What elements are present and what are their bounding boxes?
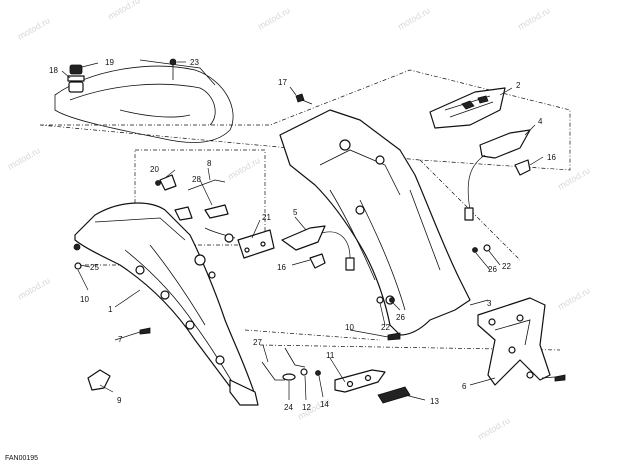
- callout-6: 6: [462, 382, 467, 391]
- tail-light-part: [429, 87, 506, 129]
- wiring-connector-parts: [155, 174, 275, 259]
- callout-8: 8: [207, 159, 212, 168]
- callout-19: 19: [105, 58, 114, 67]
- watermark-text: motod.ru: [226, 155, 262, 181]
- screw-icon: [73, 243, 81, 251]
- callout-22a: 22: [502, 262, 511, 271]
- callout-22b: 22: [381, 323, 390, 332]
- grommet-icon: [282, 373, 296, 381]
- callout-7: 7: [118, 335, 123, 344]
- callout-5: 5: [293, 208, 298, 217]
- callout-16a: 16: [547, 153, 556, 162]
- callout-10a: 10: [80, 295, 89, 304]
- reference-code: FAN00195: [5, 455, 38, 462]
- bulb-icon: [309, 253, 326, 269]
- washer-icon: [376, 296, 384, 304]
- callout-2: 2: [516, 81, 521, 90]
- left-turn-signal-part: [281, 225, 355, 271]
- callout-14: 14: [320, 400, 329, 409]
- watermark-text: motod.ru: [16, 15, 52, 41]
- screw-icon: [554, 374, 566, 382]
- callout-4: 4: [538, 117, 543, 126]
- nut-icon: [472, 247, 478, 253]
- leader-lines: [61, 61, 556, 401]
- watermark-text: motod.ru: [556, 285, 592, 311]
- callout-24: 24: [284, 403, 293, 412]
- watermark-text: motod.ru: [6, 145, 42, 171]
- watermark-text: motod.ru: [516, 5, 552, 31]
- assembly-guide-lines: [39, 69, 571, 351]
- watermark-text: motod.ru: [396, 5, 432, 31]
- nut-icon: [389, 297, 395, 303]
- screw-icon: [295, 93, 305, 103]
- watermark-text: motod.ru: [256, 5, 292, 31]
- callout-26b: 26: [396, 313, 405, 322]
- callout-28: 28: [192, 175, 201, 184]
- nut-icon: [315, 370, 321, 376]
- callout-3: 3: [487, 299, 492, 308]
- screw-icon: [169, 58, 177, 66]
- callout-18: 18: [49, 66, 58, 75]
- callout-labels: 19 18 23 17 2 4 16 20 8 28 21 5 16 25 10…: [49, 58, 556, 412]
- reflector-icon: [377, 386, 411, 404]
- washer-icon: [74, 262, 82, 270]
- rubber-grommet-icon: [69, 64, 83, 75]
- callout-13: 13: [430, 397, 439, 406]
- callout-26a: 26: [488, 265, 497, 274]
- callout-12: 12: [302, 403, 311, 412]
- callout-23: 23: [190, 58, 199, 67]
- rubber-plug-part: [87, 369, 111, 391]
- fasteners: [73, 93, 566, 382]
- watermark-text: motod.ru: [476, 415, 512, 441]
- washer-icon: [483, 244, 491, 252]
- license-plate-bracket-part: [477, 297, 551, 386]
- watermark-text: motod.ru: [16, 275, 52, 301]
- seat-undertray-part: [54, 58, 234, 143]
- screw-icon: [139, 327, 151, 335]
- callout-27: 27: [253, 338, 262, 347]
- callout-1: 1: [108, 305, 113, 314]
- reflector-bracket-part: [334, 369, 411, 404]
- callout-9: 9: [117, 396, 122, 405]
- callout-10b: 10: [345, 323, 354, 332]
- right-turn-signal-part: [464, 129, 531, 221]
- bulb-icon: [514, 159, 531, 176]
- screw-icon: [387, 332, 401, 341]
- watermark-text: motod.ru: [106, 0, 142, 22]
- washer-icon: [300, 368, 308, 376]
- callout-21: 21: [262, 213, 271, 222]
- callout-17: 17: [278, 78, 287, 87]
- callout-25: 25: [90, 263, 99, 272]
- callout-20: 20: [150, 165, 159, 174]
- callout-16b: 16: [277, 263, 286, 272]
- plate-holder-support-part: [279, 109, 471, 336]
- rear-mudguard-part: [74, 202, 259, 406]
- callout-11: 11: [326, 351, 335, 360]
